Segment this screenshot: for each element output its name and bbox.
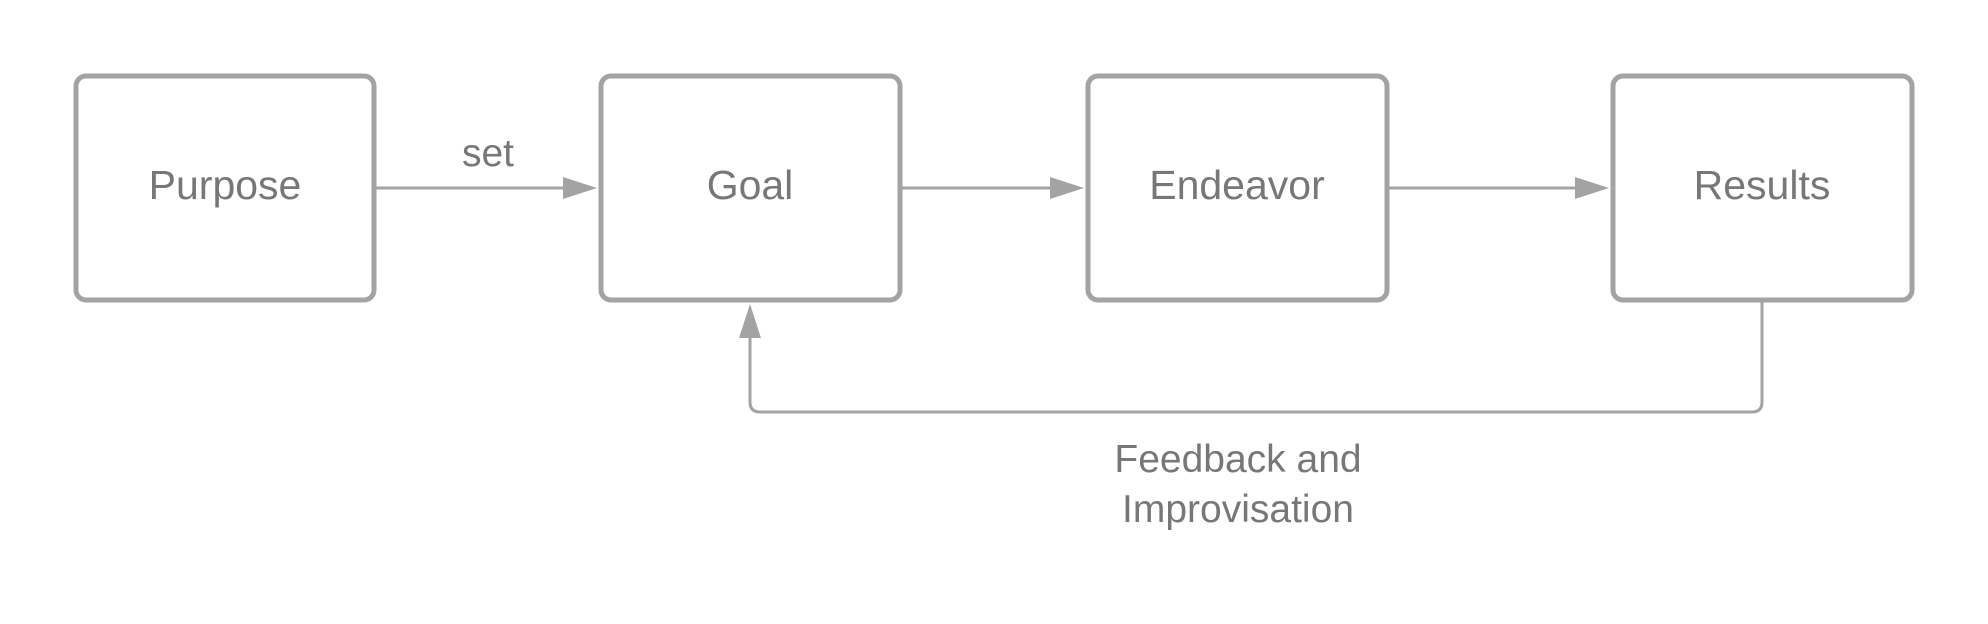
arrowhead-right-icon — [1050, 177, 1084, 199]
arrowhead-up-icon — [739, 304, 761, 338]
node-endeavor-label: Endeavor — [1149, 162, 1325, 208]
node-results-label: Results — [1694, 162, 1831, 208]
feedback-label-line2: Improvisation — [1122, 488, 1354, 531]
node-purpose-label: Purpose — [149, 162, 302, 208]
arrowhead-right-icon — [563, 177, 597, 199]
edge-endeavor-to-results[interactable] — [1389, 177, 1609, 199]
edge-purpose-to-goal-label: set — [462, 132, 514, 175]
node-goal[interactable]: Goal — [598, 73, 903, 303]
node-endeavor[interactable]: Endeavor — [1085, 73, 1390, 303]
edge-feedback-loop[interactable]: Feedback and Improvisation — [739, 302, 1764, 531]
node-goal-label: Goal — [707, 162, 794, 208]
edge-goal-to-endeavor[interactable] — [902, 177, 1084, 199]
node-results[interactable]: Results — [1610, 73, 1915, 303]
edge-purpose-to-goal[interactable]: set — [376, 132, 597, 199]
feedback-label-line1: Feedback and — [1114, 438, 1361, 481]
arrowhead-right-icon — [1575, 177, 1609, 199]
node-purpose[interactable]: Purpose — [73, 73, 377, 303]
